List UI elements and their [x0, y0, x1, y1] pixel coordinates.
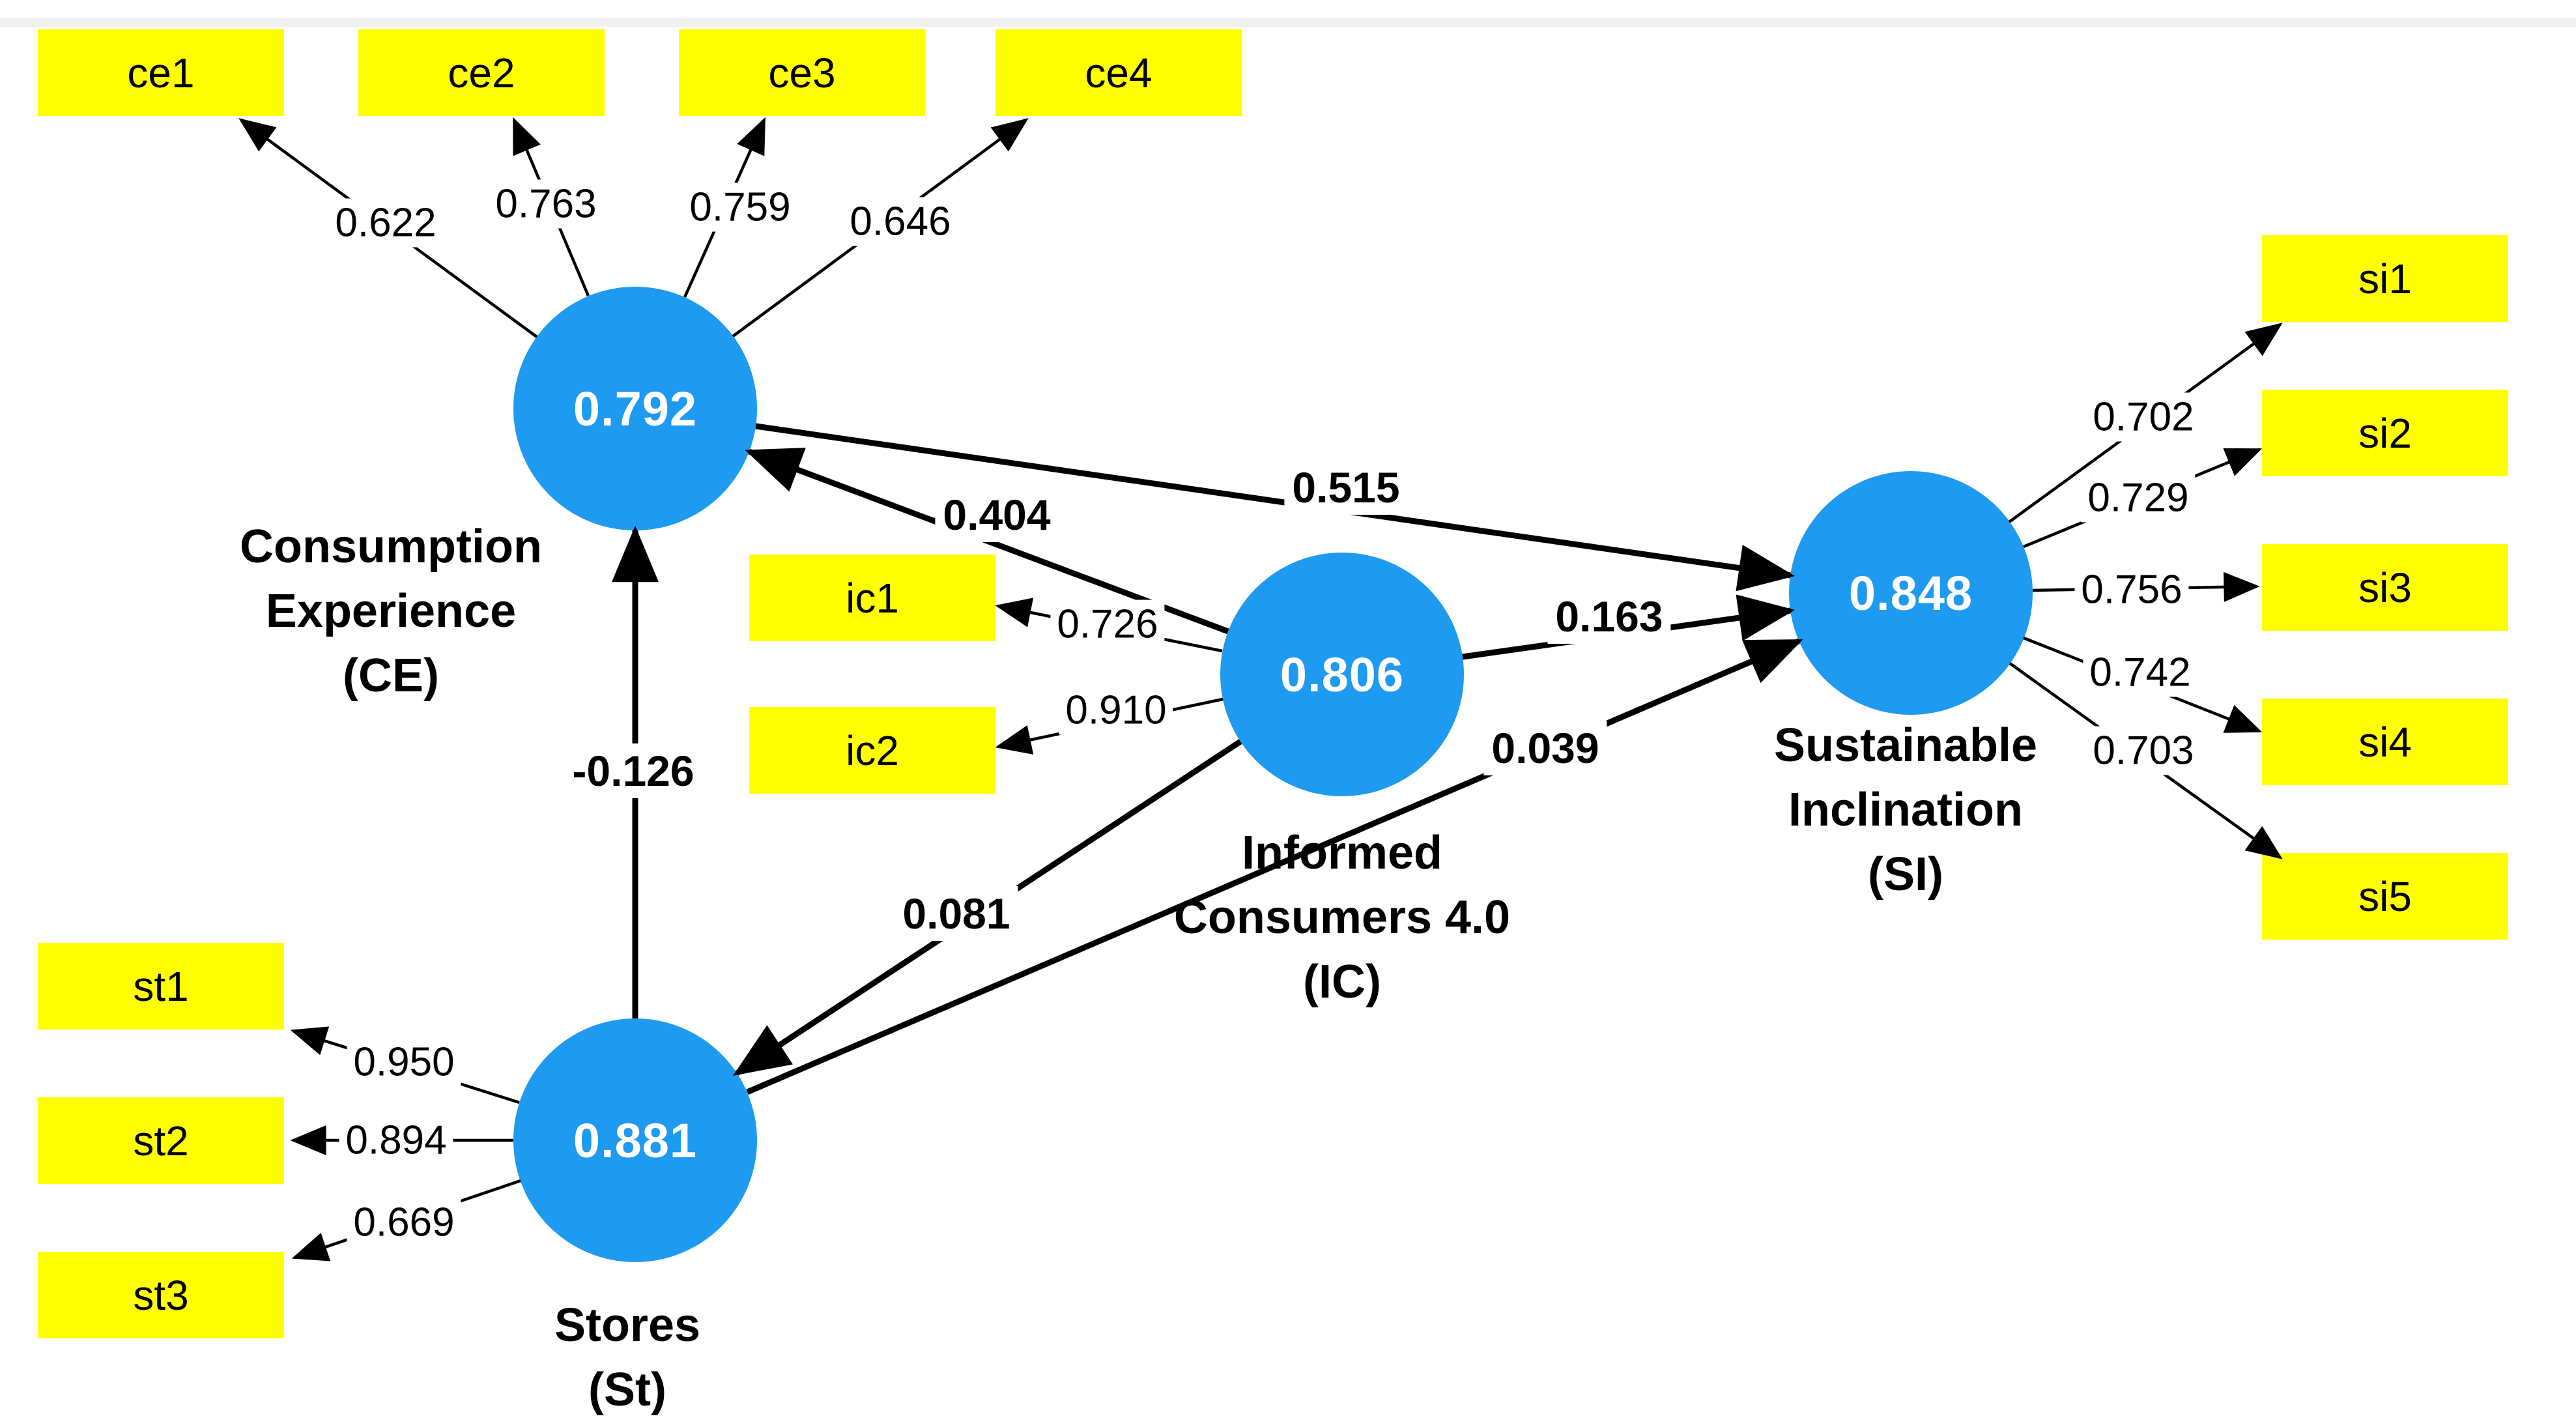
construct-value-ic: 0.806: [1280, 647, 1405, 702]
indicator-ce3[interactable]: ce3: [679, 29, 925, 116]
indicator-ce4[interactable]: ce4: [995, 29, 1242, 116]
construct-value-ce: 0.792: [573, 381, 698, 436]
path-label-st-si: 0.039: [1483, 721, 1607, 775]
loading-label-si5: 0.703: [2086, 726, 2201, 775]
path-label-st-ce: -0.126: [564, 743, 702, 798]
construct-ce[interactable]: 0.792: [513, 287, 757, 530]
indicator-label-ic2: ic2: [846, 727, 899, 774]
loading-label-ce3: 0.759: [683, 182, 797, 232]
loading-label-si2: 0.729: [2081, 473, 2196, 523]
indicator-ic1[interactable]: ic1: [749, 555, 995, 641]
indicator-st3[interactable]: st3: [38, 1252, 284, 1338]
loading-label-ce1: 0.622: [328, 198, 443, 248]
loading-label-ce2: 0.763: [489, 179, 603, 229]
construct-label-line: Consumers 4.0: [1173, 891, 1511, 944]
construct-label-line: Inclination: [1788, 784, 2023, 836]
indicator-label-si2: si2: [2358, 409, 2412, 457]
indicator-label-si3: si3: [2358, 564, 2412, 611]
indicator-st2[interactable]: st2: [38, 1097, 284, 1184]
indicator-label-ce4: ce4: [1085, 49, 1152, 96]
construct-label-line: Experience: [265, 585, 517, 637]
construct-label-line: Informed: [1241, 827, 1443, 879]
construct-ic[interactable]: 0.806: [1220, 553, 1464, 796]
path-label-ce-si: 0.515: [1284, 460, 1408, 515]
construct-label-line: (SI): [1868, 848, 1943, 901]
construct-label-line: Stores: [554, 1299, 701, 1351]
loading-label-si3: 0.756: [2074, 565, 2189, 614]
indicator-label-ce3: ce3: [768, 49, 836, 96]
loading-label-st1: 0.950: [347, 1037, 461, 1087]
path-label-ic-ce: 0.404: [935, 487, 1059, 542]
construct-label-line: (St): [588, 1364, 666, 1416]
top-border-strip: [0, 18, 2576, 27]
loading-label-ce4: 0.646: [843, 197, 958, 246]
construct-label-st: Stores (St): [554, 1293, 700, 1422]
indicator-ic2[interactable]: ic2: [749, 707, 995, 794]
loading-label-si4: 0.742: [2083, 648, 2197, 697]
loading-label-st2: 0.894: [339, 1116, 453, 1165]
indicator-label-ic1: ic1: [846, 574, 899, 622]
indicator-st1[interactable]: st1: [38, 943, 284, 1030]
indicator-si1[interactable]: si1: [2262, 235, 2508, 322]
indicator-si3[interactable]: si3: [2262, 544, 2508, 631]
path-arrow-ce-si[interactable]: [755, 423, 1796, 592]
construct-label-line: (IC): [1303, 956, 1381, 1008]
indicator-ce1[interactable]: ce1: [38, 29, 284, 116]
indicator-ce2[interactable]: ce2: [358, 29, 605, 116]
loading-label-ic2: 0.910: [1059, 685, 1173, 735]
construct-label-line: (CE): [343, 650, 439, 702]
loading-label-ic1: 0.726: [1050, 599, 1165, 649]
construct-si[interactable]: 0.848: [1789, 471, 2033, 715]
indicator-label-st2: st2: [133, 1117, 189, 1164]
path-label-ic-si: 0.163: [1547, 589, 1671, 644]
indicator-label-si5: si5: [2358, 872, 2412, 920]
path-arrow-st-si[interactable]: [746, 638, 1803, 1095]
loading-label-st3: 0.669: [347, 1198, 461, 1247]
loading-label-si1: 0.702: [2086, 392, 2201, 442]
indicator-label-si1: si1: [2358, 255, 2412, 302]
construct-value-si: 0.848: [1848, 566, 1973, 620]
indicator-si4[interactable]: si4: [2262, 699, 2508, 785]
indicator-label-ce2: ce2: [448, 49, 515, 96]
construct-st[interactable]: 0.881: [513, 1018, 757, 1262]
construct-value-st: 0.881: [573, 1113, 698, 1168]
path-label-ic-st: 0.081: [894, 886, 1018, 941]
indicator-si5[interactable]: si5: [2262, 853, 2508, 940]
indicator-label-si4: si4: [2358, 718, 2412, 766]
construct-label-line: Sustainable: [1773, 719, 2038, 771]
indicator-si2[interactable]: si2: [2262, 390, 2508, 476]
indicator-label-ce1: ce1: [127, 49, 195, 96]
indicator-label-st1: st1: [133, 962, 189, 1010]
indicator-label-st3: st3: [133, 1271, 189, 1319]
construct-label-line: Consumption: [240, 521, 542, 573]
